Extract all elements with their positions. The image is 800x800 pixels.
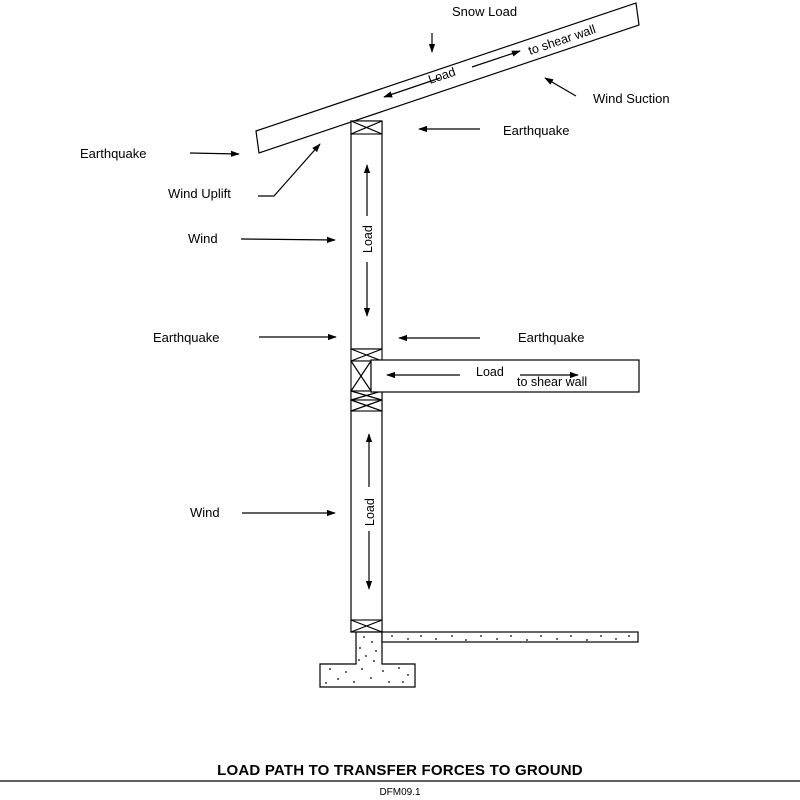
floor-to-shear-wall-label: to shear wall xyxy=(517,375,587,389)
floor-top-plate-block xyxy=(350,348,383,362)
foundation-footing xyxy=(319,631,416,688)
roof-rafter xyxy=(255,2,640,154)
drawing-title: LOAD PATH TO TRANSFER FORCES TO GROUND xyxy=(217,762,583,779)
lower-stud-load-label: Load xyxy=(363,498,377,526)
rim-joist-block xyxy=(350,360,372,392)
top-plate-block xyxy=(350,120,383,135)
concrete-stipple xyxy=(325,635,630,684)
wind-uplift-label: Wind Uplift xyxy=(168,186,231,201)
wind-upper-arrow xyxy=(240,236,336,244)
earthquake-roof-label: Earthquake xyxy=(80,146,147,161)
floor-joist xyxy=(370,359,640,393)
floor-load-label: Load xyxy=(476,365,504,379)
slab-on-grade xyxy=(381,631,639,643)
wind-suction-label: Wind Suction xyxy=(593,91,670,106)
earthquake-floor-right-label: Earthquake xyxy=(518,330,585,345)
earthquake-floor-left-label: Earthquake xyxy=(153,330,220,345)
wind-uplift-arrow xyxy=(258,143,321,197)
earthquake-roof-arrow xyxy=(189,150,240,157)
sill-plate-block xyxy=(350,619,383,633)
wind-suction-arrow xyxy=(544,77,577,97)
wind-upper-label: Wind xyxy=(188,231,218,246)
earthquake-top-right-label: Earthquake xyxy=(503,123,570,138)
lower-stud-wall xyxy=(350,388,383,633)
upper-stud-load-label: Load xyxy=(361,225,375,253)
wind-lower-label: Wind xyxy=(190,505,220,520)
roof-load-double-arrow xyxy=(383,50,521,98)
floor-subplate-block xyxy=(350,399,383,412)
snow-load-label: Snow Load xyxy=(452,4,517,19)
drawing-code: DFM09.1 xyxy=(379,787,421,798)
